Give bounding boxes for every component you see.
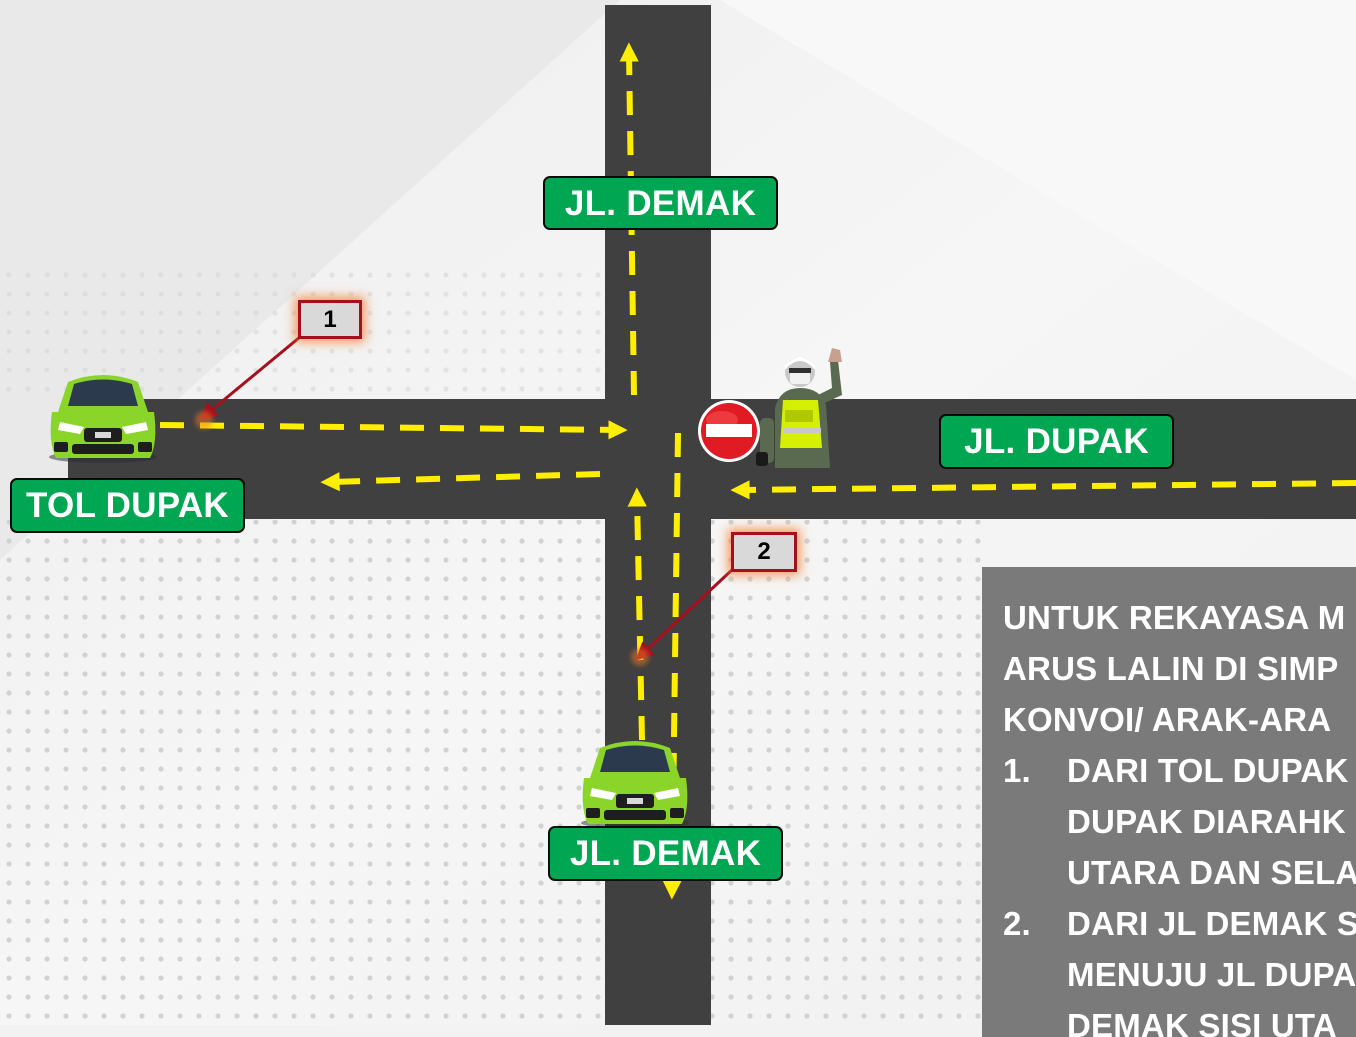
sign-jl-demak-south: JL. DEMAK bbox=[548, 826, 783, 881]
panel-item-line: DARI TOL DUPAK bbox=[1067, 752, 1349, 789]
panel-item-line: DARI JL DEMAK S bbox=[1067, 905, 1356, 942]
panel-item-line: DEMAK SISI UTA bbox=[1067, 1007, 1337, 1037]
panel-item-line: DUPAK DIARAHK bbox=[1067, 803, 1346, 840]
arrow-west-from-dupak bbox=[730, 480, 1356, 500]
pointer-1 bbox=[199, 335, 301, 421]
panel-intro-line: ARUS LALIN DI SIMP bbox=[1003, 650, 1339, 687]
panel-item-line: UTARA DAN SELA bbox=[1067, 854, 1356, 891]
arrow-east-from-tol bbox=[159, 420, 628, 440]
panel-item-number: 1. bbox=[1003, 752, 1031, 789]
info-panel: UNTUK REKAYASA M ARUS LALIN DI SIMP KONV… bbox=[982, 567, 1356, 1037]
panel-intro-line: KONVOI/ ARAK-ARA bbox=[1003, 701, 1332, 738]
sign-jl-demak-north: JL. DEMAK bbox=[543, 176, 778, 230]
pointer-2 bbox=[635, 566, 736, 661]
police-officer-icon bbox=[756, 348, 842, 468]
no-entry-icon bbox=[698, 400, 760, 462]
panel-item-1: 1. DARI TOL DUPAK bbox=[1003, 745, 1356, 796]
car-icon-tol-dupak bbox=[49, 375, 157, 463]
car-icon-jl-demak-south bbox=[581, 741, 689, 829]
panel-item-line: MENUJU JL DUPA bbox=[1067, 956, 1356, 993]
sign-jl-dupak: JL. DUPAK bbox=[939, 414, 1174, 469]
panel-intro-line: UNTUK REKAYASA M bbox=[1003, 599, 1346, 636]
arrow-up-from-demak-south bbox=[627, 487, 647, 741]
arrow-west-to-tol bbox=[320, 471, 601, 492]
callout-2: 2 bbox=[731, 532, 797, 572]
panel-item-number: 2. bbox=[1003, 905, 1031, 942]
panel-item-2: 2. DARI JL DEMAK S bbox=[1003, 898, 1356, 949]
sign-tol-dupak: TOL DUPAK bbox=[10, 478, 245, 533]
callout-1: 1 bbox=[298, 300, 362, 339]
